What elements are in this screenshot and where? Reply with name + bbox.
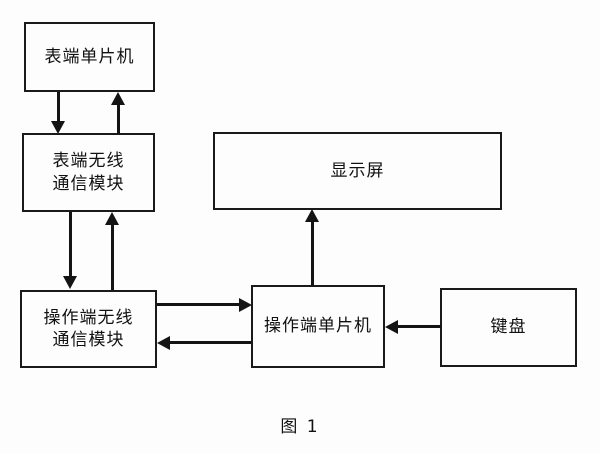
figure-caption: 图 1: [280, 417, 320, 437]
block-display-screen: 显示屏: [213, 132, 502, 210]
block-meter-wireless-module: 表端无线 通信模块: [22, 133, 155, 212]
block-label-meter-mcu: 表端单片机: [44, 46, 135, 67]
arrowhead-keyboard-to-op-mcu: [385, 320, 398, 334]
arrowhead-meter-mcu-to-meter-wireless: [51, 121, 65, 134]
arrowhead-meter-wireless-to-meter-mcu: [111, 92, 125, 105]
arrowhead-op-wireless-to-op-mcu: [239, 298, 252, 312]
connector-op-mcu-to-op-wireless-line: [168, 341, 251, 344]
connector-meter-wireless-to-meter-mcu-line: [117, 103, 120, 134]
connector-op-wireless-to-op-mcu-line: [157, 303, 241, 306]
block-label-operator-mcu: 操作端单片机: [264, 316, 372, 337]
block-label-meter-wireless-module: 表端无线 通信模块: [52, 151, 125, 194]
connector-op-mcu-to-display-line: [311, 221, 314, 286]
connector-keyboard-to-op-mcu-line: [396, 325, 441, 328]
arrowhead-op-mcu-to-op-wireless: [157, 336, 170, 350]
arrowhead-op-mcu-to-display: [305, 209, 319, 222]
block-operator-mcu: 操作端单片机: [251, 285, 385, 368]
connector-meter-mcu-to-meter-wireless-line: [57, 92, 60, 124]
block-label-operator-wireless-module: 操作端无线 通信模块: [43, 307, 134, 350]
block-meter-mcu: 表端单片机: [24, 22, 155, 92]
arrowhead-op-wireless-to-meter-wireless: [105, 212, 119, 225]
block-label-keyboard: 键盘: [490, 317, 527, 338]
block-label-display-screen: 显示屏: [330, 160, 385, 181]
block-operator-wireless-module: 操作端无线 通信模块: [20, 290, 157, 368]
block-keyboard: 键盘: [440, 288, 577, 367]
arrowhead-meter-wireless-to-op-wireless: [63, 276, 77, 289]
connector-op-wireless-to-meter-wireless-line: [111, 224, 114, 290]
connector-meter-wireless-to-op-wireless-line: [69, 212, 72, 278]
